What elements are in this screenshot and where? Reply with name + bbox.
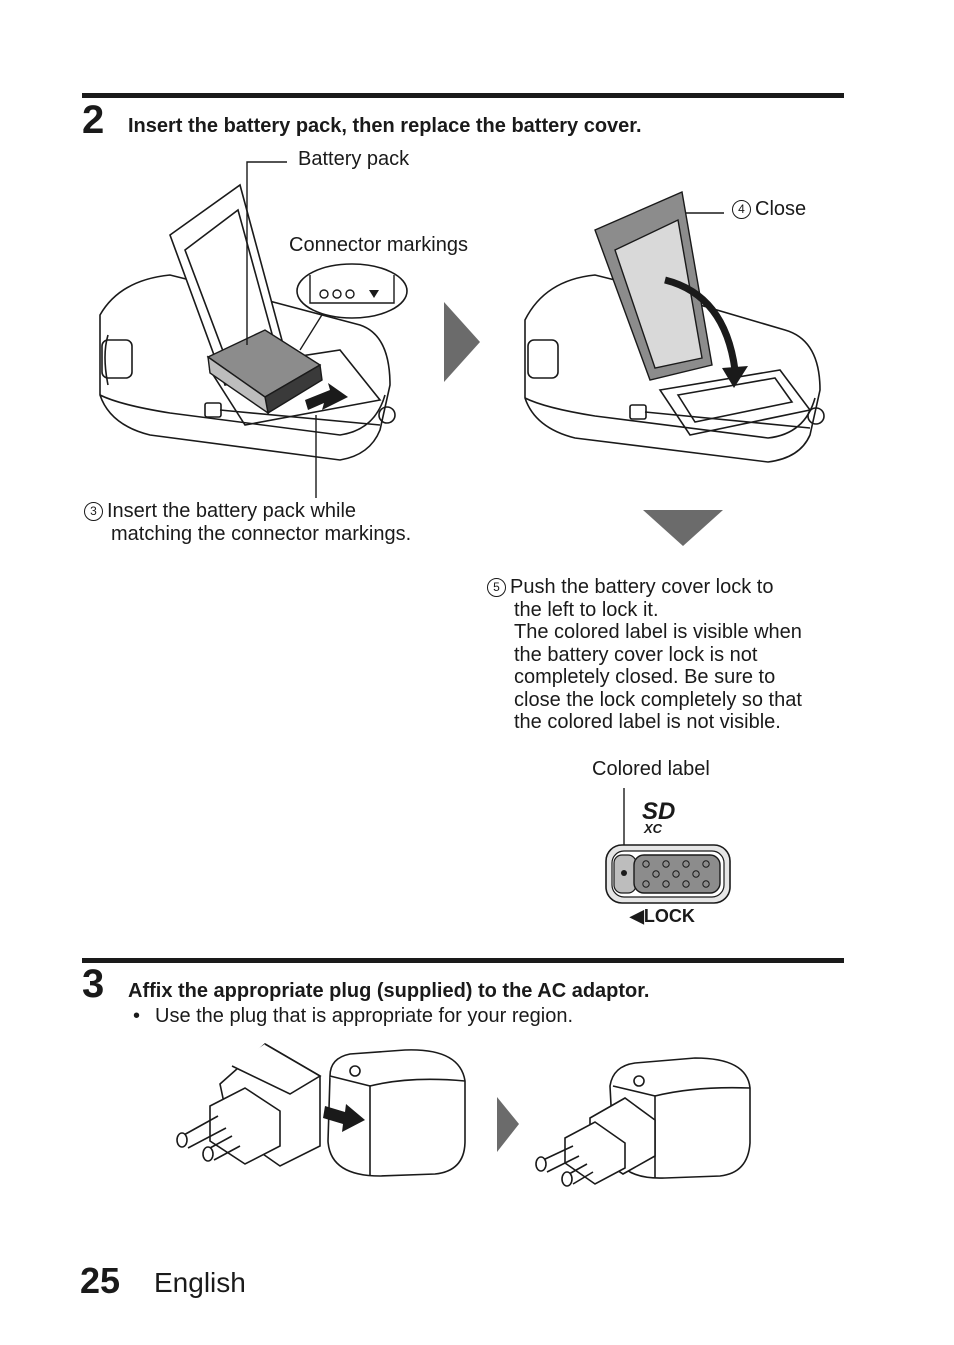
- circled-number-5: 5: [487, 578, 506, 597]
- arrow-down-icon: [643, 510, 723, 546]
- step3-rule: [82, 958, 844, 963]
- push-line-3: The colored label is visible when: [514, 621, 802, 643]
- battery-pack-label: Battery pack: [298, 148, 410, 170]
- svg-text:XC: XC: [643, 821, 663, 836]
- push-line-7: the colored label is not visible.: [514, 711, 781, 733]
- circled-number-3: 3: [84, 502, 103, 521]
- connector-markings-callout: [296, 263, 408, 319]
- connector-markings-label: Connector markings: [289, 234, 468, 256]
- ac-adaptor-plug-attach-illustration: [176, 1043, 466, 1177]
- step3-bullet-text: Use the plug that is appropriate for you…: [155, 1005, 574, 1027]
- step3-number: 3: [82, 962, 105, 1006]
- push-line-4: the battery cover lock is not: [514, 643, 758, 666]
- lock-text: LOCK: [643, 906, 695, 926]
- push-line-2: the left to lock it.: [514, 598, 659, 621]
- insert-line-2: matching the connector markings.: [111, 522, 412, 545]
- svg-text:SD: SD: [642, 798, 675, 825]
- language-label: English: [154, 1267, 246, 1298]
- lock-indicator: ◀LOCK: [630, 906, 695, 926]
- step2-title: Insert the battery pack, then replace th…: [128, 115, 642, 137]
- page-number: 25: [80, 1260, 121, 1301]
- battery-lock-illustration: SD XC: [605, 788, 731, 904]
- circled-number-4: 4: [732, 200, 751, 219]
- step2-rule: [82, 93, 844, 98]
- push-line-5: completely closed. Be sure to: [514, 666, 776, 688]
- close-text: Close: [755, 198, 807, 220]
- insert-line-1: Insert the battery pack while: [107, 500, 357, 522]
- colored-label-caption: Colored label: [592, 758, 710, 780]
- push-line-1: Push the battery cover lock to: [510, 576, 774, 598]
- step3-bullet: • Use the plug that is appropriate for yo…: [133, 1005, 573, 1027]
- step3-title: Affix the appropriate plug (supplied) to…: [128, 980, 650, 1002]
- camera-cover-close-illustration: [524, 191, 825, 463]
- ac-adaptor-assembled-illustration: [535, 1057, 751, 1187]
- lock-arrow-icon: ◀: [630, 906, 644, 926]
- arrow-right-icon-small: [497, 1097, 519, 1152]
- push-line-6: close the lock completely so that: [514, 688, 802, 711]
- arrow-right-icon: [444, 302, 480, 382]
- bullet-dot: •: [133, 1005, 141, 1027]
- step2-number: 2: [82, 98, 105, 142]
- sdxc-logo-icon: SD XC: [642, 798, 675, 836]
